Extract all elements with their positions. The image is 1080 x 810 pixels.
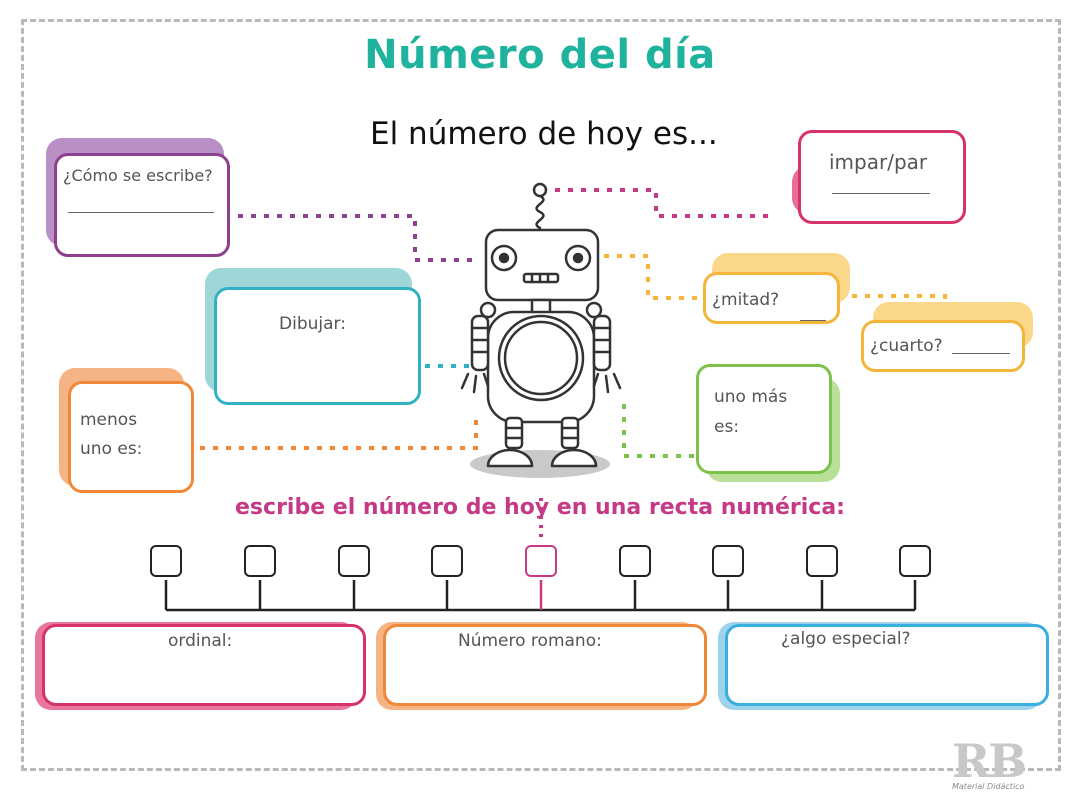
card-como-se-escribe[interactable]	[54, 153, 230, 257]
card-uno-mas[interactable]	[696, 364, 832, 474]
uno-mas-label: uno más es:	[714, 387, 788, 437]
numberline-box[interactable]	[150, 545, 182, 577]
como-se-escribe-label: ¿Cómo se escribe?	[63, 166, 213, 185]
card-romano[interactable]	[383, 624, 707, 706]
numberline-box[interactable]	[244, 545, 276, 577]
numberline-box[interactable]	[712, 545, 744, 577]
connector-como-se-escribe	[238, 214, 478, 262]
romano-label: Número romano:	[458, 631, 602, 651]
numberline-box-today[interactable]	[525, 545, 557, 577]
numberline-box[interactable]	[431, 545, 463, 577]
card-impar-par[interactable]	[798, 130, 966, 224]
ordinal-label: ordinal:	[168, 631, 233, 651]
answer-line	[68, 212, 214, 213]
connector-uno-mas	[622, 404, 698, 458]
card-ordinal[interactable]	[42, 624, 366, 706]
numberline-box[interactable]	[619, 545, 651, 577]
cuarto-label: ¿cuarto?	[870, 336, 943, 356]
numberline-box[interactable]	[806, 545, 838, 577]
especial-label: ¿algo especial?	[781, 629, 911, 649]
answer-line	[832, 193, 930, 194]
card-cuarto[interactable]	[861, 320, 1025, 372]
card-mitad[interactable]	[703, 272, 840, 324]
card-especial[interactable]	[725, 624, 1049, 706]
page-title: Número del día	[364, 32, 716, 78]
dibujar-label: Dibujar:	[279, 314, 346, 334]
card-menos-uno[interactable]	[68, 381, 194, 493]
rb-logo-caption: Material Didáctico	[952, 782, 1025, 791]
impar-par-label: impar/par	[829, 150, 928, 174]
mitad-label: ¿mitad?	[712, 290, 780, 310]
numberline-title: escribe el número de hoy en una recta nu…	[235, 495, 845, 520]
connector-menos-uno	[200, 412, 478, 450]
answer-line	[952, 353, 1010, 354]
connector-impar-par	[555, 188, 775, 218]
answer-line	[800, 320, 826, 321]
rb-logo: RB Material Didáctico	[952, 734, 1027, 791]
robot-illustration	[460, 182, 622, 478]
page-subtitle: El número de hoy es...	[370, 116, 718, 152]
numberline-box[interactable]	[899, 545, 931, 577]
rb-logo-mark: RB	[952, 734, 1027, 788]
menos-uno-label: menos uno es:	[80, 410, 143, 459]
numberline-box[interactable]	[338, 545, 370, 577]
connector-mitad	[604, 254, 702, 300]
dashed-page-border	[21, 19, 1061, 771]
card-dibujar[interactable]	[214, 287, 421, 405]
